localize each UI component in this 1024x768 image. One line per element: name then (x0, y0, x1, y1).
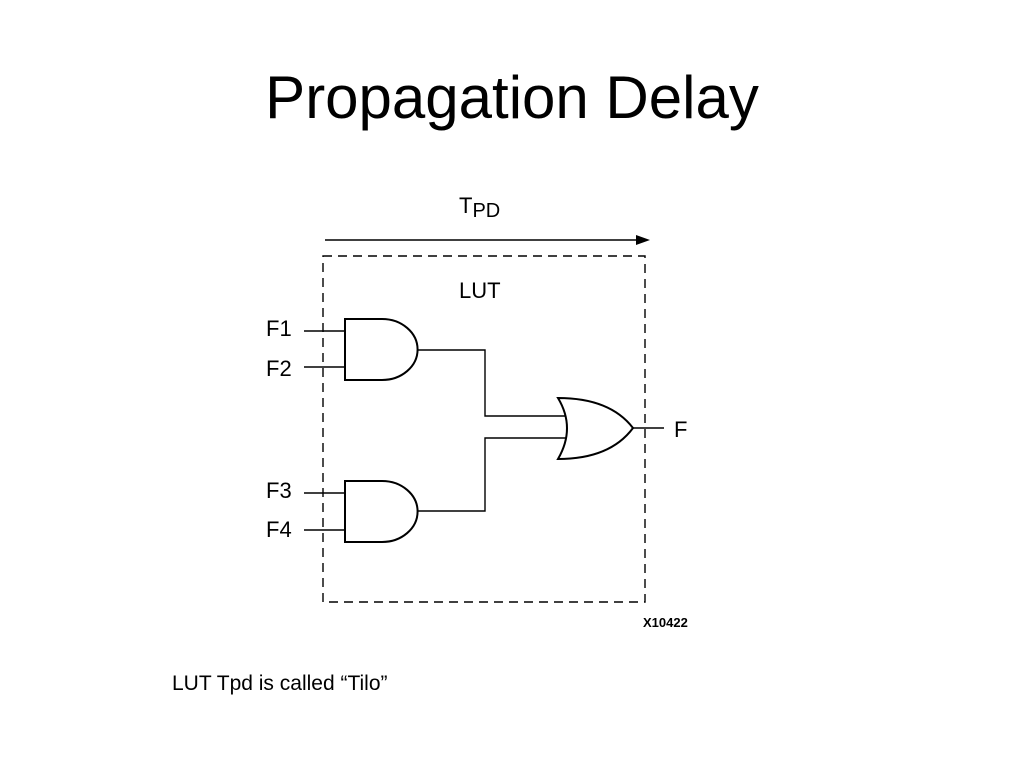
output-label-f: F (674, 417, 687, 442)
tpd-label: TPD (459, 193, 500, 222)
input-wires (304, 330, 345, 531)
or-gate (556, 396, 635, 461)
slide-title: Propagation Delay (265, 64, 759, 131)
slide-caption: LUT Tpd is called “Tilo” (172, 672, 388, 695)
figure-id: X10422 (643, 615, 688, 630)
input-label-f2: F2 (266, 356, 292, 381)
and-gate-top (344, 318, 419, 381)
input-label-f4: F4 (266, 517, 292, 542)
input-label-f3: F3 (266, 478, 292, 503)
and-gate-bottom (344, 480, 419, 543)
input-label-f1: F1 (266, 316, 292, 341)
internal-wires (417, 349, 566, 512)
delay-arrow (325, 235, 650, 245)
lut-boundary (322, 255, 646, 603)
lut-label: LUT (459, 278, 501, 303)
